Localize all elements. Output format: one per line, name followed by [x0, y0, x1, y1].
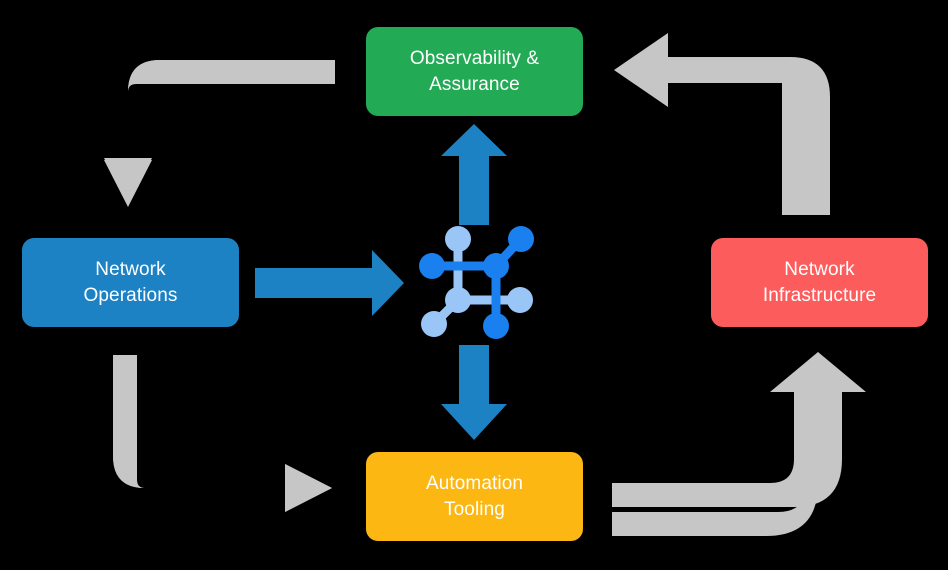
node-observability-assurance[interactable]: Observability & Assurance: [366, 27, 583, 116]
blue-arrow-operations-to-center: [255, 250, 404, 316]
gray-arrow-automation-to-infrastructure: [612, 352, 866, 536]
network-topology-icon: [419, 226, 534, 339]
node-automation-tooling[interactable]: Automation Tooling: [366, 452, 583, 541]
node-operations-label: Network Operations: [83, 259, 178, 306]
gray-arrow-infrastructure-to-observability: [614, 33, 830, 215]
blue-arrow-center-to-automation: [441, 345, 507, 440]
node-infrastructure-label: Network Infrastructure: [762, 259, 877, 306]
node-network-operations[interactable]: Network Operations: [22, 238, 239, 327]
gray-arrow-observability-to-operations: [104, 60, 335, 207]
node-observability-label: Observability & Assurance: [409, 48, 540, 95]
blue-arrow-center-to-observability: [441, 124, 507, 225]
gray-arrow-operations-to-automation: [113, 355, 332, 512]
node-network-infrastructure[interactable]: Network Infrastructure: [711, 238, 928, 327]
node-automation-label: Automation Tooling: [425, 473, 524, 520]
